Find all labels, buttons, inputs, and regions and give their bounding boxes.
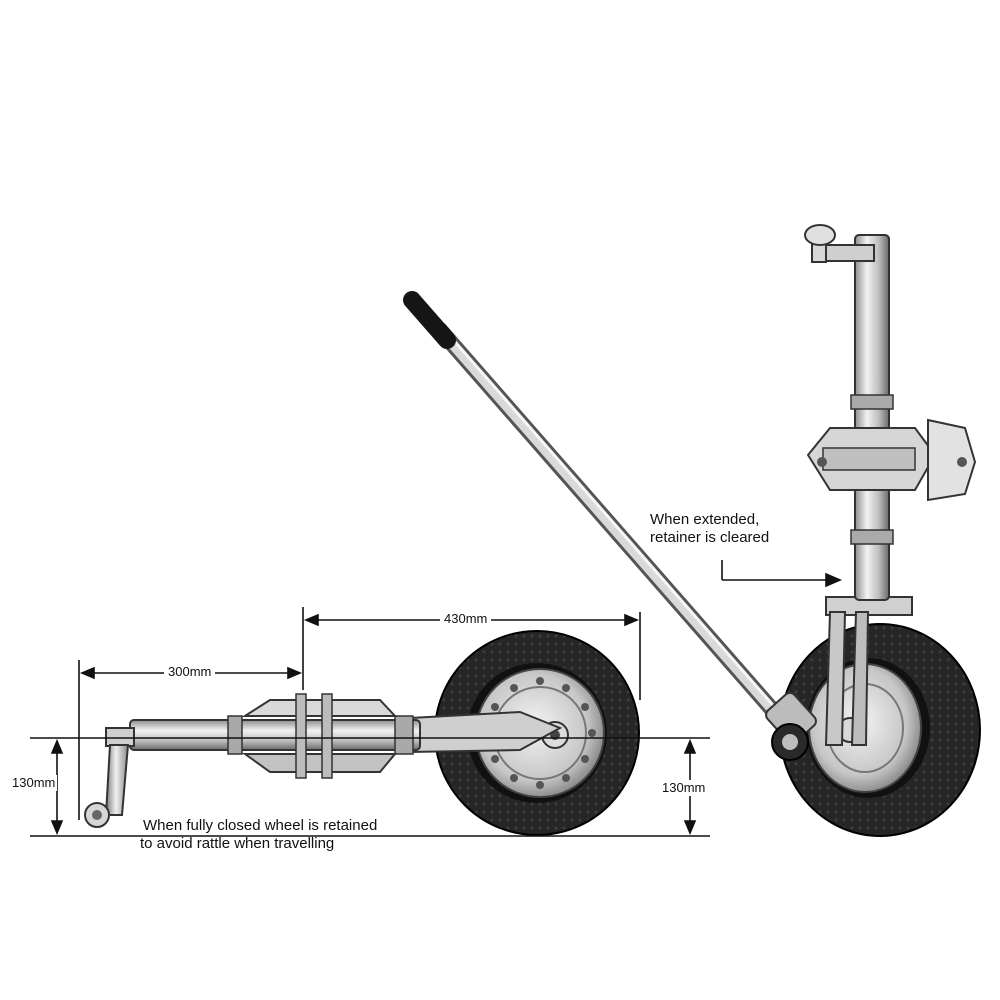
retainer-lever	[403, 291, 817, 761]
extended-jockey-wheel-illustration	[403, 224, 981, 837]
closed-crank-handle	[84, 727, 135, 828]
extended-note-line-1: When extended,	[650, 511, 760, 528]
extended-clamp-bracket	[806, 418, 977, 502]
closed-jockey-wheel-illustration	[84, 630, 640, 836]
closed-note-line-2: to avoid rattle when travelling	[140, 835, 335, 852]
dimension-label-130mm-left: 130mm	[10, 775, 58, 792]
dimension-label-130mm-right: 130mm	[660, 780, 708, 797]
dimension-lines	[30, 560, 843, 837]
retainer-note-arrow	[721, 560, 843, 588]
closed-note-line-1: When fully closed wheel is retained	[140, 817, 381, 835]
lever-grip	[403, 291, 456, 349]
closed-clamp-bracket	[241, 693, 398, 779]
extended-fork	[824, 596, 913, 746]
extended-main-tube	[854, 234, 890, 601]
dimension-label-430mm: 430mm	[440, 611, 492, 627]
extended-note-line-2: retainer is cleared	[650, 529, 770, 546]
dimension-label-300mm: 300mm	[164, 664, 216, 680]
closed-main-tube	[129, 719, 421, 751]
extended-crank-handle	[804, 224, 875, 263]
